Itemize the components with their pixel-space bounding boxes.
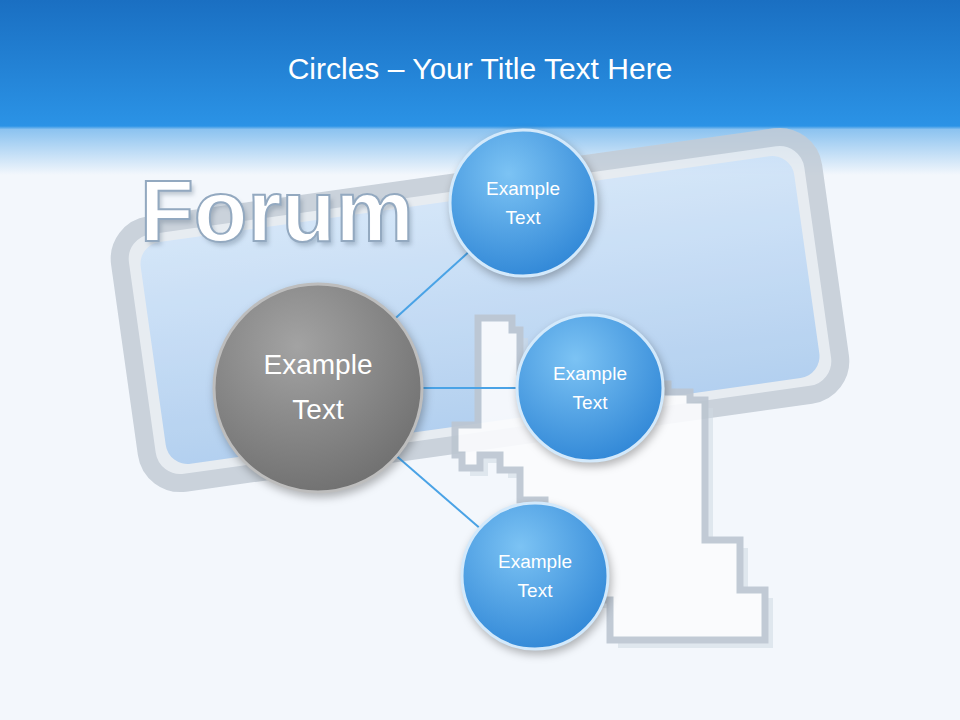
button-watermark: Forum (140, 160, 414, 262)
hand-cursor (455, 318, 773, 648)
connector-line (397, 457, 479, 528)
circle-shape (210, 280, 426, 496)
circle-shape (458, 499, 612, 653)
hub-circle: Example Text (210, 280, 426, 496)
circle-label: Example Text (538, 359, 642, 418)
slide-title: Circles – Your Title Text Here (0, 52, 960, 86)
circle-shape (513, 311, 667, 465)
circle-label: Example Text (243, 343, 393, 433)
topic-circle: Example Text (446, 126, 600, 280)
circle-label: Example Text (471, 174, 575, 233)
circle-shape (446, 126, 600, 280)
circle-label: Example Text (483, 547, 587, 606)
topic-circle: Example Text (513, 311, 667, 465)
topic-circle: Example Text (458, 499, 612, 653)
connector-line (396, 253, 468, 318)
connector-line (423, 387, 516, 389)
